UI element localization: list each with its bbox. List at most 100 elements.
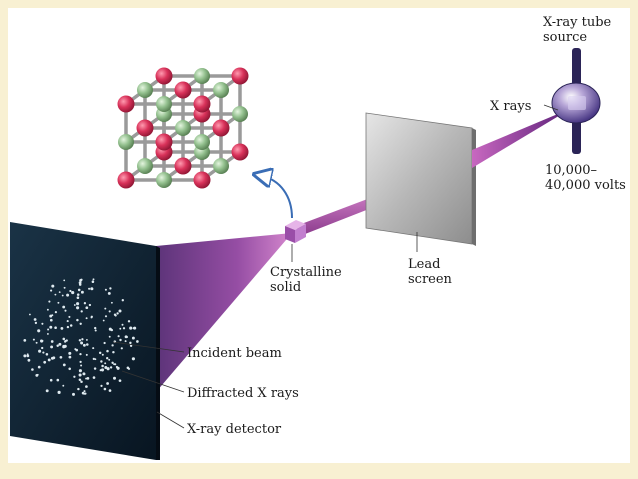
diffraction-spot (47, 328, 50, 331)
diffraction-spot (62, 363, 66, 367)
diffraction-spot (129, 341, 132, 345)
diffraction-spot (76, 302, 80, 306)
diffraction-spot (63, 286, 66, 289)
diffraction-spot (76, 318, 79, 322)
diffraction-spot (60, 327, 64, 330)
atom-green (118, 134, 134, 150)
diffraction-spot (108, 358, 111, 361)
label-incident-beam: Incident beam (187, 346, 282, 361)
diffraction-spot (50, 289, 53, 292)
atom-green (232, 106, 248, 122)
diffraction-spot (114, 314, 117, 317)
diffraction-spot (62, 384, 65, 387)
diffraction-spot (110, 301, 113, 304)
diffraction-spot (68, 315, 71, 318)
diffraction-spot (80, 380, 83, 383)
diffraction-spot (85, 385, 88, 388)
diffraction-spot (131, 357, 135, 361)
diffraction-spot (85, 377, 88, 380)
diffraction-spot (90, 287, 94, 291)
diffraction-spot (66, 320, 69, 323)
diffraction-spot (78, 373, 82, 377)
diffraction-spot (117, 335, 120, 338)
atom-red (212, 119, 230, 137)
diffraction-spot (56, 378, 60, 382)
diffraction-spot (80, 290, 84, 294)
diffraction-spot (35, 373, 39, 377)
diffraction-spot (77, 387, 80, 391)
diffraction-spot (79, 322, 82, 325)
diffraction-spot (92, 347, 95, 350)
diffraction-spot (125, 335, 129, 339)
diffraction-spot (104, 362, 107, 365)
xray-tube (551, 48, 601, 154)
diffraction-spot (86, 343, 89, 346)
diffraction-spot (106, 349, 109, 353)
diffraction-spot (111, 361, 114, 364)
diffraction-spot (108, 327, 112, 331)
diffraction-spot (131, 336, 135, 340)
label-lead-screen-2: screen (408, 272, 453, 287)
diffraction-spot (40, 339, 43, 343)
diffraction-spot (32, 338, 35, 341)
diffraction-spot (54, 310, 58, 314)
diffraction-spot (63, 279, 66, 282)
diffraction-spot (106, 382, 109, 385)
tube-beam-cone (472, 108, 572, 168)
diffraction-spot (83, 302, 87, 305)
diffraction-spot (35, 341, 38, 344)
diffraction-spot (33, 318, 37, 321)
diffraction-spot (77, 288, 81, 292)
diffraction-spot (83, 372, 86, 376)
diffraction-spot (106, 367, 110, 371)
diffraction-spot (57, 390, 61, 394)
atom-red (117, 171, 135, 189)
diffraction-spot (26, 353, 29, 356)
diffraction-spot (104, 315, 108, 318)
diffraction-spot (94, 326, 97, 330)
diffraction-spot (121, 323, 124, 326)
label-voltage-1: 10,000– (545, 163, 597, 178)
diffraction-spot (61, 294, 64, 297)
diffraction-spot (43, 360, 47, 364)
diffraction-spot (79, 352, 82, 356)
diffraction-spot (73, 304, 76, 306)
diffraction-spot (112, 350, 115, 354)
diffraction-spot (78, 378, 82, 381)
label-voltage-2: 40,000 volts (545, 178, 626, 193)
diffraction-spot (57, 301, 60, 304)
diffraction-spot (98, 351, 102, 355)
diffraction-spot (113, 363, 116, 366)
diffraction-spot (129, 344, 133, 347)
diffraction-spot (45, 389, 49, 393)
diffraction-spot (81, 338, 84, 341)
diffraction-spot (116, 312, 119, 315)
diffraction-spot (120, 347, 123, 350)
diffraction-spot (88, 287, 91, 290)
diffraction-spot (62, 337, 66, 341)
diffraction-spot (91, 280, 95, 283)
atom-red (231, 67, 249, 85)
diffraction-spot (78, 281, 82, 285)
diffraction-spot (28, 313, 31, 316)
diffraction-spot (64, 340, 67, 343)
diffraction-spot (66, 293, 70, 297)
diffraction-spot (26, 354, 30, 358)
diffraction-spot (119, 327, 122, 330)
diffraction-spot (124, 340, 127, 343)
atom-green (137, 158, 153, 174)
diffraction-spot (94, 329, 97, 332)
diffraction-spot (113, 376, 116, 380)
diffraction-spot (80, 341, 84, 345)
diffraction-spot (51, 314, 54, 317)
diffraction-spot (85, 353, 88, 356)
diffraction-spot (108, 335, 111, 338)
diffraction-spot (85, 338, 88, 341)
diffraction-spot (76, 293, 80, 296)
diffraction-spot (136, 340, 139, 343)
diffraction-spot (127, 320, 131, 323)
label-detector: X-ray detector (187, 422, 282, 437)
diffraction-spot (23, 339, 27, 342)
diffraction-spot (132, 327, 135, 330)
